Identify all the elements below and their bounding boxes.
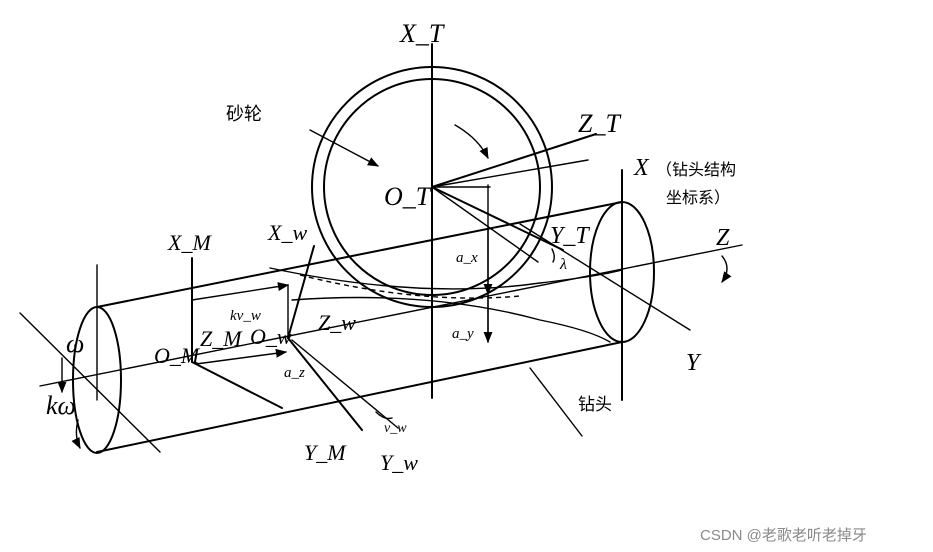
yt-axis	[431, 186, 564, 251]
label-zm: Z_M	[200, 326, 243, 351]
helix-curve-upper	[269, 267, 623, 290]
zt-axis	[431, 133, 597, 188]
cylinder-top-edge	[96, 201, 623, 308]
label-ym: Y_M	[304, 440, 347, 465]
ym-axis	[191, 361, 283, 409]
label-kvw: kv_w	[230, 308, 261, 324]
wheel-reference-line	[431, 159, 589, 188]
lambda-arc	[551, 248, 555, 263]
z-rotation-arrow	[721, 255, 732, 283]
label-zw: Z_w	[318, 310, 356, 335]
komega-arrow	[71, 419, 81, 450]
watermark: CSDN @老歌老听老掉牙	[700, 527, 867, 544]
kvw-arrow	[191, 282, 290, 301]
label-lambda: λ	[559, 256, 567, 273]
spindle-diagonal-line	[19, 312, 161, 453]
label-xw: X_w	[267, 220, 307, 245]
xw-axis	[287, 245, 315, 339]
workpiece-coordinate-system	[195, 245, 399, 431]
vw-line	[291, 339, 399, 429]
spindle-rotation	[19, 264, 161, 453]
label-x-note-1: （钻头结构	[656, 160, 736, 179]
label-omega: ω	[66, 329, 84, 358]
label-ax: a_x	[456, 250, 478, 266]
label-y: Y	[686, 350, 702, 376]
drill-leader-line	[529, 367, 583, 437]
label-drill-bit: 钻头	[578, 395, 612, 415]
label-vw: v_w	[384, 421, 407, 436]
label-zt: Z_T	[578, 109, 621, 138]
label-komega: kω	[46, 391, 76, 420]
az-arrow	[195, 348, 288, 365]
y-axis	[519, 223, 691, 331]
label-az: a_z	[284, 365, 305, 381]
cylinder-bottom-edge	[96, 341, 623, 453]
label-ow: O_w	[250, 324, 292, 349]
z-axis	[39, 244, 743, 387]
label-x: X	[633, 155, 650, 181]
label-z: Z	[716, 225, 730, 251]
drill-coordinate-system	[39, 169, 743, 401]
label-ay: a_y	[452, 326, 474, 342]
label-om: O_M	[154, 343, 201, 368]
label-grinding-wheel: 砂轮	[226, 104, 262, 125]
wheel-rotation-arrow	[454, 124, 489, 160]
label-x-note-2: 坐标系）	[666, 188, 730, 207]
label-yt: Y_T	[550, 223, 590, 249]
label-xm: X_M	[167, 230, 212, 255]
label-yw: Y_w	[380, 450, 418, 475]
lambda-line	[431, 186, 539, 263]
wheel-leader-line	[309, 129, 379, 167]
machine-coordinate-system	[191, 257, 290, 409]
vw-arc	[375, 411, 393, 420]
label-xt: X_T	[399, 19, 445, 48]
helix-curve-lower	[291, 296, 611, 343]
wheel-coordinate-system	[431, 43, 597, 399]
yw-axis	[287, 337, 363, 431]
label-ot: O_T	[384, 182, 432, 211]
helix-curve-dashed	[299, 274, 521, 299]
